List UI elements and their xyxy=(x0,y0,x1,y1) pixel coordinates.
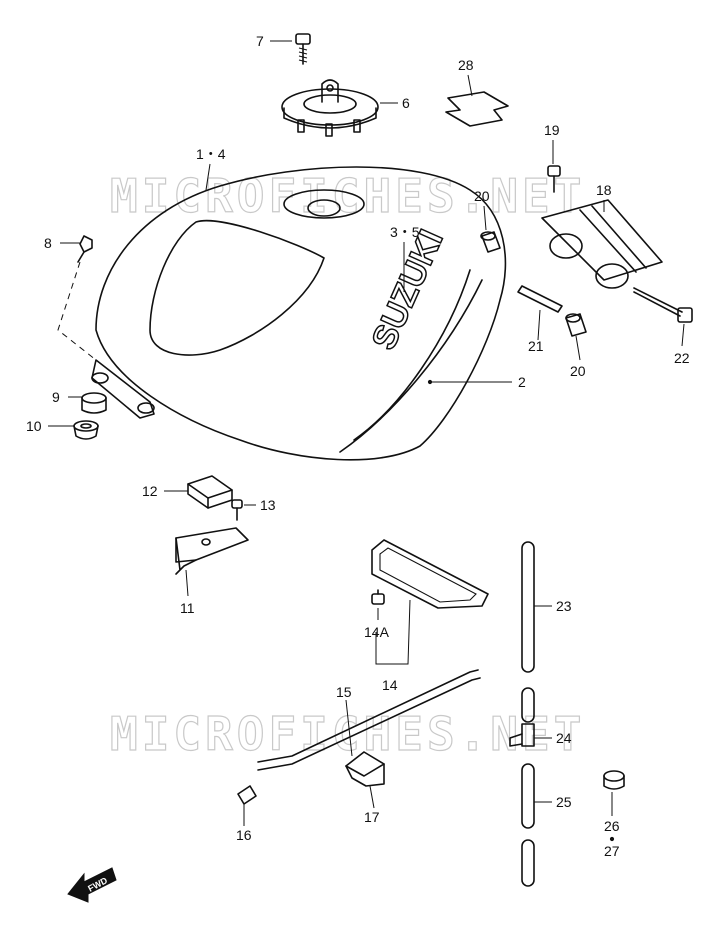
callout-6: 6 xyxy=(402,95,410,111)
callout-3-5: 3・5 xyxy=(390,224,420,240)
part-10-collar xyxy=(73,420,99,440)
leader-lines xyxy=(48,40,685,826)
fwd-arrow: FWD xyxy=(67,867,117,903)
callout-9: 9 xyxy=(52,389,60,405)
part-28-pad xyxy=(445,91,509,127)
part-19-bolt xyxy=(547,165,561,193)
callout-13: 13 xyxy=(260,497,276,513)
callout-15: 15 xyxy=(336,684,352,700)
part-26-27-clip xyxy=(603,770,625,790)
callout-14: 14 xyxy=(382,677,398,693)
callout-1-4: 1・4 xyxy=(196,146,226,162)
callout-23: 23 xyxy=(556,598,572,614)
part-7-bolt xyxy=(295,33,311,65)
callout-8: 8 xyxy=(44,235,52,251)
part-16-cap xyxy=(237,785,257,805)
callout-17: 17 xyxy=(364,809,380,825)
watermark-bottom: MICROFICHES.NET xyxy=(110,707,585,761)
callout-21: 21 xyxy=(528,338,544,354)
callout-16: 16 xyxy=(236,827,252,843)
part-18-bracket xyxy=(541,199,663,289)
part-13-bolt xyxy=(231,499,243,521)
callout-18: 18 xyxy=(596,182,612,198)
part-20-cushion-lower xyxy=(565,313,587,337)
callout-24: 24 xyxy=(556,730,572,746)
part-8-bolt xyxy=(77,235,93,263)
callout-22: 22 xyxy=(674,350,690,366)
part-11-bracket xyxy=(175,527,249,575)
part-12-connector xyxy=(187,475,233,509)
part-9-grommet xyxy=(81,392,107,414)
callout-labels: 7 28 6 19 1・4 18 20 3・5 8 21 20 22 2 9 1… xyxy=(26,33,690,859)
callout-28: 28 xyxy=(458,57,474,73)
watermark-top: MICROFICHES.NET xyxy=(110,169,585,223)
callout-7: 7 xyxy=(256,33,264,49)
part-6-fuel-cap xyxy=(281,79,379,137)
part-14a-bolt xyxy=(371,589,385,605)
suzuki-logo: SUZUKI xyxy=(365,224,451,355)
callout-19: 19 xyxy=(544,122,560,138)
callout-11: 11 xyxy=(180,600,195,616)
callout-25: 25 xyxy=(556,794,572,810)
callout-27: 27 xyxy=(604,843,620,859)
callout-12: 12 xyxy=(142,483,158,499)
part-17-clamp xyxy=(345,751,385,787)
part-15-rod xyxy=(257,669,481,771)
callout-2: 2 xyxy=(518,374,526,390)
part-20-cushion-upper xyxy=(480,231,501,253)
part-24-joint xyxy=(509,723,535,747)
callout-14a: 14A xyxy=(364,624,390,640)
part-23-hose xyxy=(521,541,535,723)
part-14-gasket xyxy=(371,539,489,609)
part-22-long-bolt xyxy=(633,287,693,323)
part-21-pin xyxy=(517,285,563,313)
callout-20-upper: 20 xyxy=(474,188,490,204)
callout-26: 26 xyxy=(604,818,620,834)
part-25-hose xyxy=(521,763,535,887)
callout-26-27-dot xyxy=(609,836,615,842)
callout-20-lower: 20 xyxy=(570,363,586,379)
callout-10: 10 xyxy=(26,418,42,434)
